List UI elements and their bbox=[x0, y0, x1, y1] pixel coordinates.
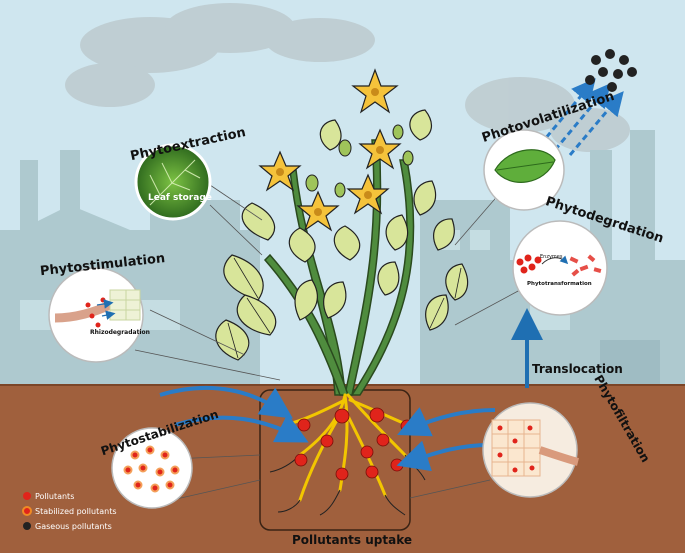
plant-leaves bbox=[215, 109, 469, 361]
phytodegradation-pollutants bbox=[516, 254, 542, 274]
black-dot-icon bbox=[23, 522, 31, 530]
callout-circles bbox=[48, 129, 608, 509]
stabilized-pollutants bbox=[123, 445, 180, 493]
legend-stabilized-pollutants: Stabilized pollutants bbox=[35, 507, 117, 516]
phytodegradation-circle bbox=[512, 220, 608, 316]
ringed-dot-icon bbox=[22, 506, 32, 516]
soil-pollutants bbox=[294, 407, 414, 481]
legend-gaseous-pollutants: Gaseous pollutants bbox=[35, 522, 112, 531]
root-cells bbox=[109, 289, 141, 321]
label-enzymes: Enzymes bbox=[540, 254, 563, 260]
label-translocation: Translocation bbox=[532, 362, 623, 376]
label-leaf-storage: Leaf storage bbox=[148, 193, 212, 203]
transformed-fragments bbox=[569, 254, 602, 277]
label-phytotransformation: Phytotransformation bbox=[527, 281, 592, 287]
smoke-clouds bbox=[65, 3, 630, 152]
plant-flowers bbox=[258, 68, 414, 232]
legend: Pollutants Stabilized pollutants Gaseous… bbox=[22, 492, 117, 531]
red-dot-icon bbox=[23, 492, 31, 500]
leaf-veins bbox=[227, 257, 462, 359]
label-pollutants-uptake: Pollutants uptake bbox=[292, 533, 412, 547]
volatilization-arrows bbox=[538, 78, 624, 156]
label-rhizodegradation: Rhizodegradation bbox=[90, 329, 150, 336]
gaseous-pollutant-cluster bbox=[585, 49, 637, 92]
soil-flow-arrows bbox=[159, 385, 496, 472]
legend-pollutants: Pollutants bbox=[35, 492, 74, 501]
